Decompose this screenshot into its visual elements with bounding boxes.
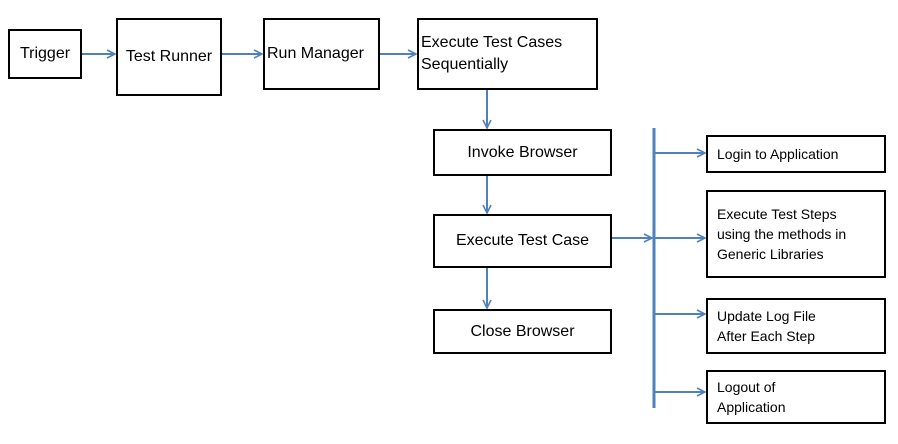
invoke-browser-label: Invoke Browser: [467, 143, 578, 161]
execute-steps-label: Execute Test Steps using the methods in …: [717, 206, 847, 262]
login-label: Login to Application: [717, 146, 839, 162]
execute-test-cases-box: Execute Test Cases Sequentially: [417, 18, 598, 90]
trigger-box: Trigger: [8, 29, 82, 79]
run-manager-box: Run Manager: [263, 18, 380, 90]
execute-steps-box: Execute Test Steps using the methods in …: [706, 190, 886, 278]
close-browser-box: Close Browser: [433, 309, 612, 354]
test-runner-label: Test Runner: [125, 48, 213, 65]
logout-box: Logout of Application: [706, 370, 886, 424]
execute-test-cases-label: Execute Test Cases Sequentially: [421, 34, 563, 73]
update-log-box: Update Log File After Each Step: [706, 298, 886, 354]
test-runner-box: Test Runner: [116, 18, 222, 96]
execute-test-case-label: Execute Test Case: [455, 232, 590, 249]
update-log-label: Update Log File After Each Step: [717, 308, 816, 344]
execute-test-case-box: Execute Test Case: [433, 214, 612, 268]
logout-label: Logout of Application: [717, 379, 786, 415]
close-browser-label: Close Browser: [470, 322, 575, 340]
login-box: Login to Application: [706, 135, 886, 173]
trigger-label: Trigger: [19, 45, 71, 62]
invoke-browser-box: Invoke Browser: [433, 129, 612, 176]
run-manager-label: Run Manager: [267, 45, 364, 62]
